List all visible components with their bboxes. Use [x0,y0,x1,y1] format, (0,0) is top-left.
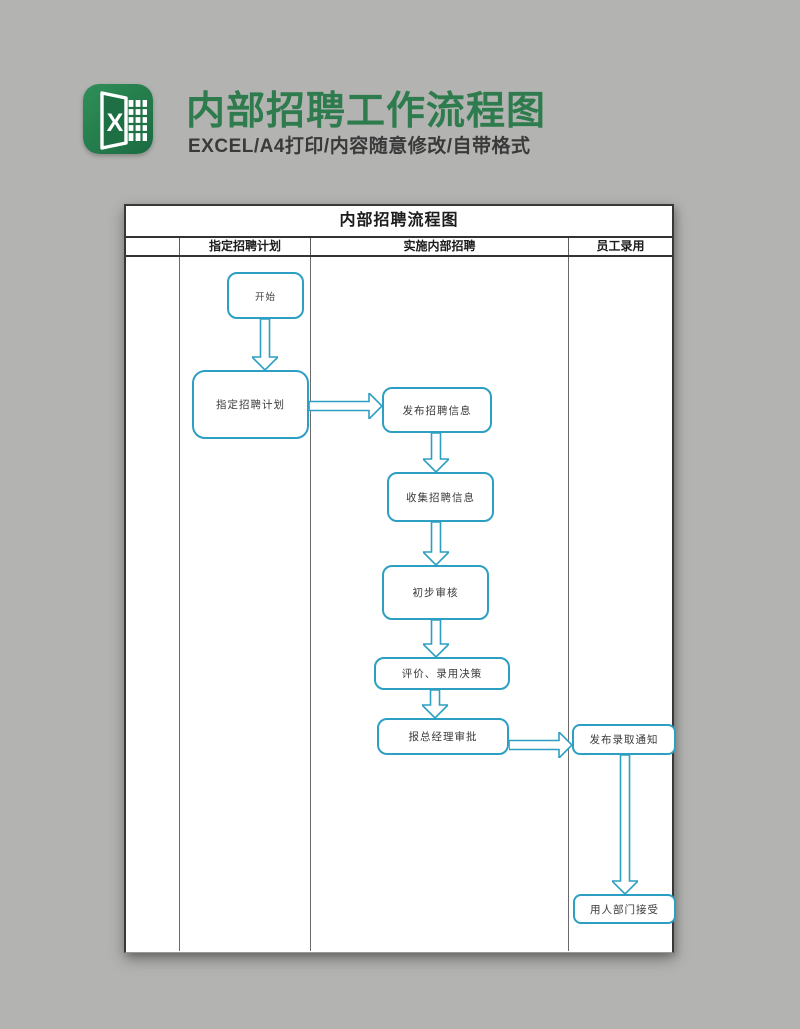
arrow-down-icon [422,690,448,718]
column-divider-2 [310,238,311,951]
arrow-down-icon [612,755,638,894]
flow-node-publish: 发布招聘信息 [382,387,492,433]
column-header-plan: 指定招聘计划 [179,238,310,255]
arrow-right-icon [309,393,382,419]
column-header-empty [126,238,179,255]
column-header-implement: 实施内部招聘 [310,238,568,255]
arrow-down-icon [423,433,449,472]
flow-node-plan: 指定招聘计划 [192,370,309,439]
flowchart-title: 内部招聘流程图 [126,206,672,238]
column-divider-1 [179,238,180,951]
column-header-row: 指定招聘计划 实施内部招聘 员工录用 [126,238,672,257]
flow-node-approve: 报总经理审批 [377,718,509,755]
flow-node-notice: 发布录取通知 [572,724,676,755]
column-divider-3 [568,238,569,951]
arrow-down-icon [423,620,449,657]
page-title: 内部招聘工作流程图 [186,90,547,133]
arrow-down-icon [423,522,449,565]
document-page: 内部招聘流程图 指定招聘计划 实施内部招聘 员工录用 开始 指定招聘计划 发布招… [124,204,676,953]
arrow-right-icon [509,732,572,758]
flow-node-review: 初步审核 [382,565,489,620]
column-header-hire: 员工录用 [568,238,672,255]
flow-node-start: 开始 [227,272,304,319]
flow-node-collect: 收集招聘信息 [387,472,494,522]
flow-node-accept: 用人部门接受 [573,894,676,924]
excel-icon: X [83,84,153,154]
page-subtitle: EXCEL/A4打印/内容随意修改/自带格式 [188,136,531,157]
arrow-down-icon [252,319,278,370]
excel-icon-letter: X [106,109,124,137]
flow-node-evaluate: 评价、录用决策 [374,657,510,690]
